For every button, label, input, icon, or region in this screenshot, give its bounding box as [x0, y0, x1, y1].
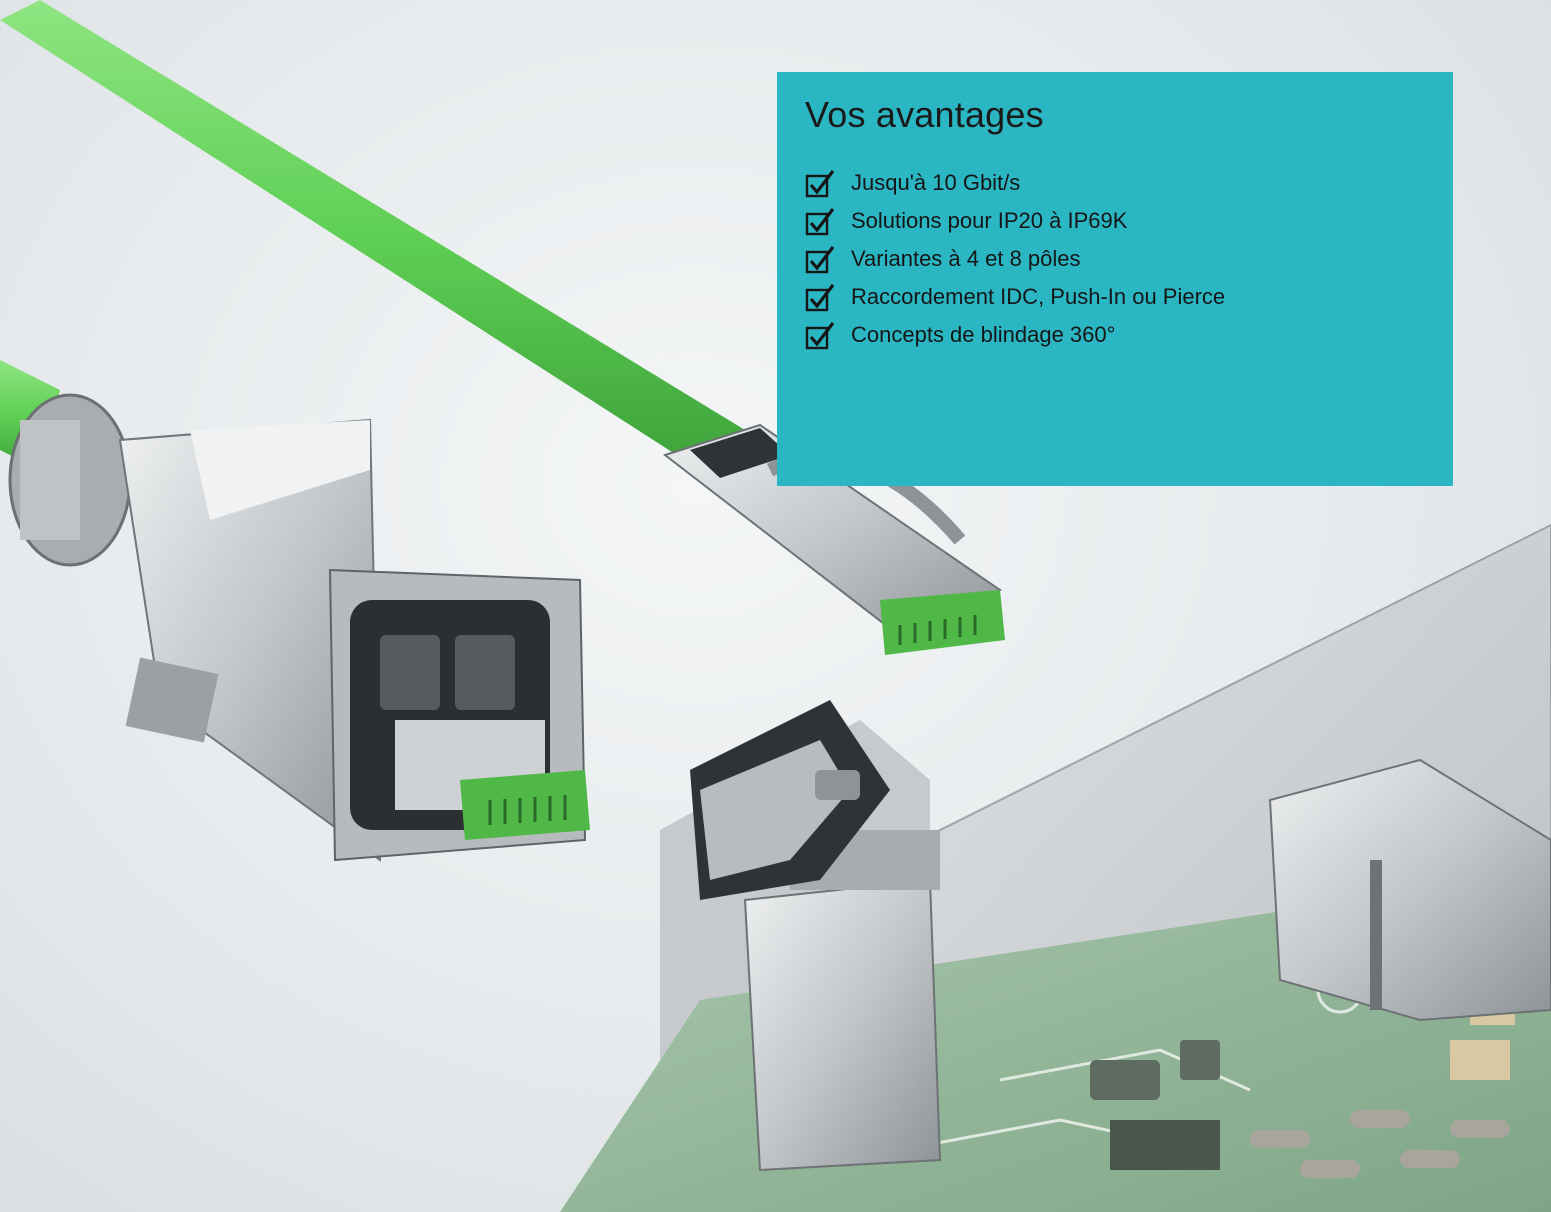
upper-cable	[0, 0, 745, 470]
advantage-label: Jusqu'à 10 Gbit/s	[851, 170, 1021, 195]
advantage-label: Solutions pour IP20 à IP69K	[851, 208, 1128, 233]
checkbox-checked-icon	[805, 170, 835, 198]
advantage-label: Raccordement IDC, Push-In ou Pierce	[851, 284, 1226, 309]
advantages-title: Vos avantages	[805, 94, 1044, 135]
checkbox-checked-icon	[805, 284, 835, 312]
industrial-connector	[8, 393, 590, 862]
advantage-item: Variantes à 4 et 8 pôles	[805, 240, 1225, 278]
checkbox-checked-icon	[805, 322, 835, 350]
checkbox-checked-icon	[805, 208, 835, 236]
advantage-label: Variantes à 4 et 8 pôles	[851, 246, 1081, 271]
advantage-item: Raccordement IDC, Push-In ou Pierce	[805, 278, 1225, 316]
advantages-list: Jusqu'à 10 Gbit/s Solutions pour IP20 à …	[805, 164, 1225, 354]
checkbox-checked-icon	[805, 246, 835, 274]
device-enclosure	[560, 523, 1551, 1212]
advantages-panel: Vos avantages Jusqu'à 10 Gbit/s Solution…	[777, 72, 1453, 486]
advantage-item: Jusqu'à 10 Gbit/s	[805, 164, 1225, 202]
advantage-item: Solutions pour IP20 à IP69K	[805, 202, 1225, 240]
advantage-label: Concepts de blindage 360°	[851, 322, 1116, 347]
advantage-item: Concepts de blindage 360°	[805, 316, 1225, 354]
